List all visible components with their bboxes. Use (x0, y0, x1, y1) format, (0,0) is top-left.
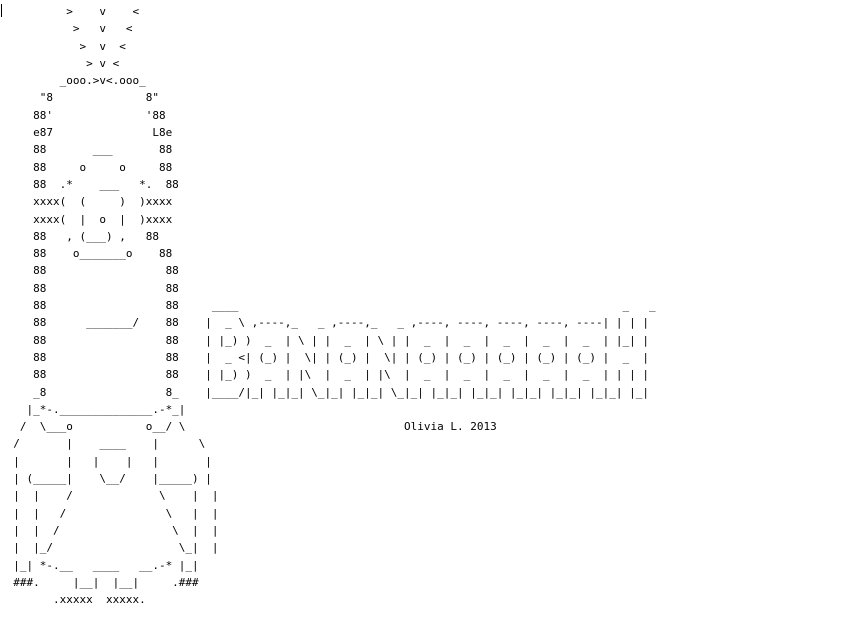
ascii-line: | |_/ \_| | (0, 541, 219, 555)
ascii-line: | | / \ | | (0, 523, 219, 537)
ascii-line: / | ____ | \ (0, 437, 206, 451)
ascii-line: 88 o o 88 (0, 160, 173, 174)
text-cursor (1, 4, 2, 17)
ascii-line: 88 o_______o 88 (0, 247, 173, 261)
ascii-line: _8 8_ |____/|_| |_|_| \_|_| |_|_| \_|_| … (0, 385, 650, 399)
ascii-line: _ooo.>v<.ooo_ (0, 74, 146, 88)
ascii-line: e87 L8e (0, 126, 173, 140)
ascii-line: ###. |__| |__| .### (0, 575, 199, 589)
ascii-line: xxxx( ( ) )xxxx (0, 195, 173, 209)
ascii-line: | | / \ | | (0, 489, 219, 503)
ascii-line: 88 88 | |_) ) _ | |\ | _ | |\ | _ | _ | … (0, 368, 650, 382)
ascii-line: 88 88 (0, 264, 179, 278)
ascii-line: |_| *-.__ ____ __.-* |_| (0, 558, 199, 572)
ascii-line: 88 .* ___ *. 88 (0, 177, 179, 191)
ascii-line: / \___o o__/ \ Olivia L. 2013 (0, 420, 497, 434)
ascii-line: 88 ___ 88 (0, 143, 173, 157)
ascii-line: 88' '88 (0, 108, 166, 122)
ascii-line: > v < (0, 39, 126, 53)
ascii-line: | (_____| \__/ |_____) | (0, 472, 212, 486)
ascii-line: > v < (0, 56, 120, 70)
ascii-line: 88 88 | |_) ) _ | \ | | _ | \ | | _ | _ … (0, 333, 650, 347)
ascii-line: | | / \ | | (0, 506, 219, 520)
ascii-line: |_*-.______________.-*_| (0, 402, 186, 416)
ascii-line: 88 88 (0, 281, 179, 295)
ascii-line: | | | | | | (0, 454, 212, 468)
ascii-line: > v < (0, 5, 140, 18)
ascii-line: > v < (0, 22, 133, 36)
ascii-line: 88 , (___) , 88 (0, 229, 159, 243)
ascii-art-canvas: > v < > v < > v < > v < _ooo.>v<.ooo_ "8… (0, 3, 656, 608)
ascii-line: 88 88 ____ _ _ (0, 299, 656, 313)
ascii-line: 88 88 | _ <| (_) | \| | (_) | \| | (_) |… (0, 350, 650, 364)
ascii-line: 88 _______/ 88 | _ \ ,----,_ _ ,----,_ _… (0, 316, 650, 330)
ascii-line: xxxx( | o | )xxxx (0, 212, 173, 226)
ascii-line: "8 8" (0, 91, 159, 105)
ascii-line: .xxxxx xxxxx. (0, 593, 146, 607)
